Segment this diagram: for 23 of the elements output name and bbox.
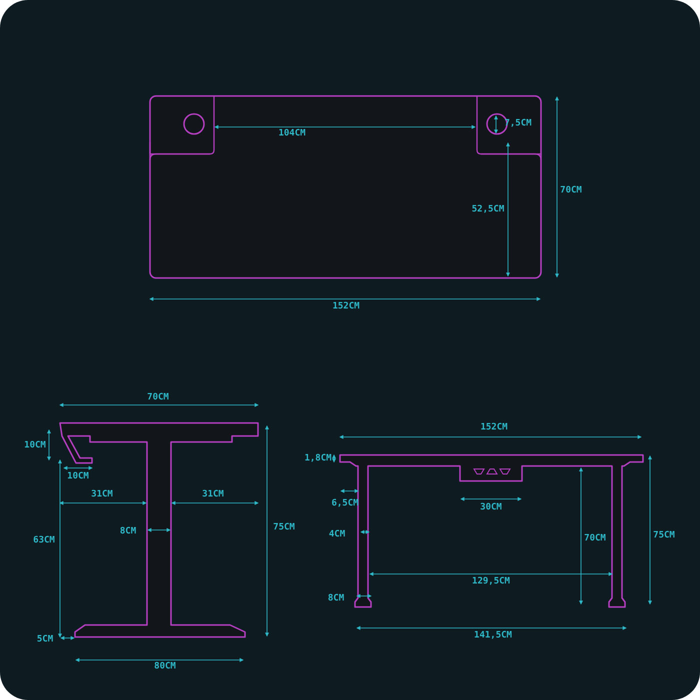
dimension-label: 1,8CM [304,454,332,464]
dimension-label: 8CM [328,594,344,604]
dimension-label: 70CM [560,186,582,196]
dimension-label: 4CM [328,530,346,540]
dimension-label: 129,5CM [472,578,510,586]
dimension-label: 31CM [202,490,224,500]
dimension-label: 70CM [584,534,606,544]
dimension-label: 10CM [24,442,46,450]
dimension-label: 52,5CM [472,206,504,214]
dimension-label: 63CM [33,536,55,546]
dimension-label: 30CM [480,504,502,512]
dimension-label: 70CM [147,394,169,402]
dimension-label: 75CM [273,524,295,532]
dimension-label: 75CM [653,532,675,540]
dimension-label: 5CM [36,636,54,644]
dimension-label: 10CM [67,472,89,482]
dimension-label: 141,5CM [474,632,512,640]
dimension-label: 152CM [332,302,360,312]
dimension-label: 104CM [278,130,306,138]
dimension-label: 152CM [480,424,508,432]
dimension-label: 80CM [154,662,176,672]
dimension-label: 8CM [120,528,136,536]
dimension-label: 31CM [91,490,113,500]
